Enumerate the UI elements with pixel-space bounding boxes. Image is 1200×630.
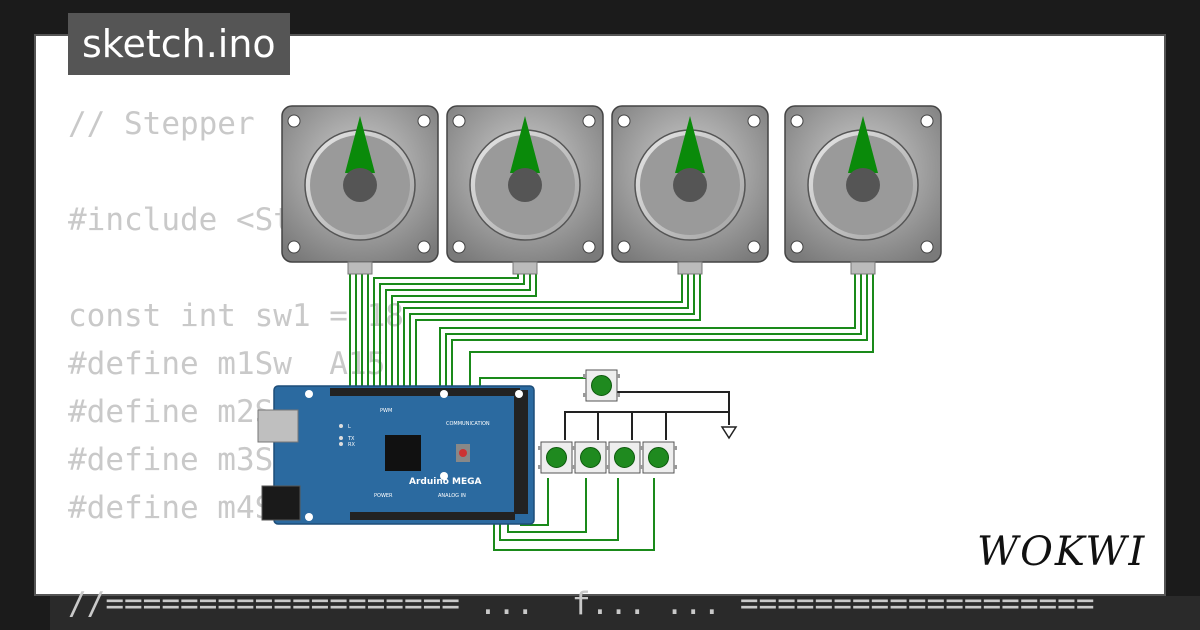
wokwi-logo: WOKWI — [977, 529, 1146, 575]
communication-label: COMMUNICATION — [446, 421, 490, 427]
code-line: const int sw1 = 18 — [68, 298, 404, 334]
pushbutton[interactable] — [606, 441, 643, 474]
file-tab[interactable]: sketch.ino — [68, 13, 290, 75]
code-line: //=================== ... f... ... =====… — [68, 586, 1095, 622]
wire-bundle — [349, 262, 874, 551]
led-l-label: L — [348, 424, 351, 430]
code-line: #define m3S — [68, 442, 274, 478]
code-line: #include <St — [68, 202, 292, 238]
stepper-motor[interactable] — [281, 105, 439, 275]
frame-shadow — [50, 596, 1200, 630]
pushbutton[interactable] — [538, 441, 575, 474]
code-editor: // Stepper #include <St const int sw1 = 18… — [68, 100, 1095, 628]
stepper-motor[interactable] — [446, 105, 604, 275]
tx-label: TX — [347, 436, 355, 442]
needle — [345, 116, 375, 173]
needle — [675, 116, 705, 173]
usb-port-icon — [257, 409, 299, 443]
rx-label: RX — [348, 442, 355, 448]
needle — [510, 116, 540, 173]
code-line: // Stepper — [68, 106, 255, 142]
logo-text: WOKWI — [977, 529, 1146, 575]
needle — [848, 116, 878, 173]
board-name: Arduino MEGA — [409, 477, 482, 487]
pushbutton[interactable] — [572, 441, 609, 474]
stepper-motor[interactable] — [784, 105, 942, 275]
code-line: #define m1Sw A15 — [68, 346, 386, 382]
pushbutton[interactable] — [640, 441, 677, 474]
ground-symbol-icon — [720, 426, 738, 440]
stepper-motor[interactable] — [611, 105, 769, 275]
power-label: POWER — [374, 493, 393, 499]
pushbutton[interactable] — [583, 369, 620, 402]
analog-in-label: ANALOG IN — [438, 493, 466, 499]
arduino-mega-board[interactable] — [257, 385, 535, 525]
pwm-label: PWM — [380, 408, 392, 414]
power-jack-icon — [261, 485, 301, 521]
